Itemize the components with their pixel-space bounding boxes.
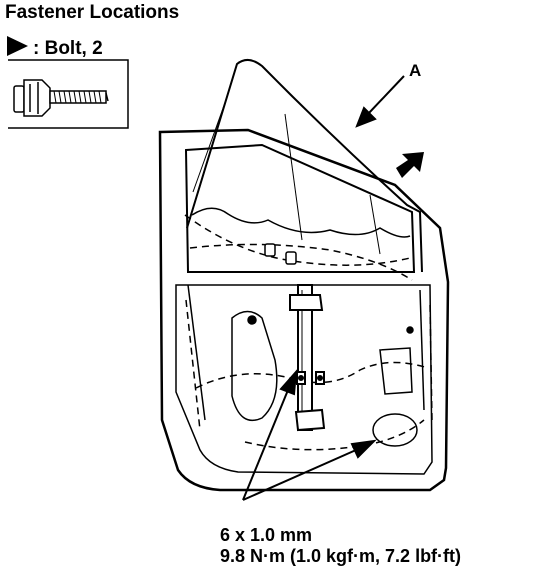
triangle-marker-icon — [7, 36, 28, 56]
door-openings — [231, 310, 418, 447]
window-regulator — [289, 284, 326, 432]
callout-label-a: A — [409, 61, 422, 80]
glass-clips — [264, 243, 297, 265]
bolt-torque-spec: 9.8 N·m (1.0 kgf·m, 7.2 lbf·ft) — [220, 546, 462, 566]
forward-arrow-icon — [396, 152, 424, 178]
door-hidden-lines — [184, 214, 433, 451]
page-title: Fastener Locations — [5, 2, 180, 23]
legend-label: : Bolt, 2 — [33, 38, 103, 59]
callout-a-leader — [355, 75, 405, 128]
door-shell — [158, 128, 450, 492]
bolt-size-spec: 6 x 1.0 mm — [220, 525, 313, 545]
window-glass — [186, 59, 423, 273]
bolt-pointer-arrows — [242, 369, 377, 501]
flange-bolt-icon — [13, 79, 109, 117]
legend-box — [8, 59, 129, 129]
